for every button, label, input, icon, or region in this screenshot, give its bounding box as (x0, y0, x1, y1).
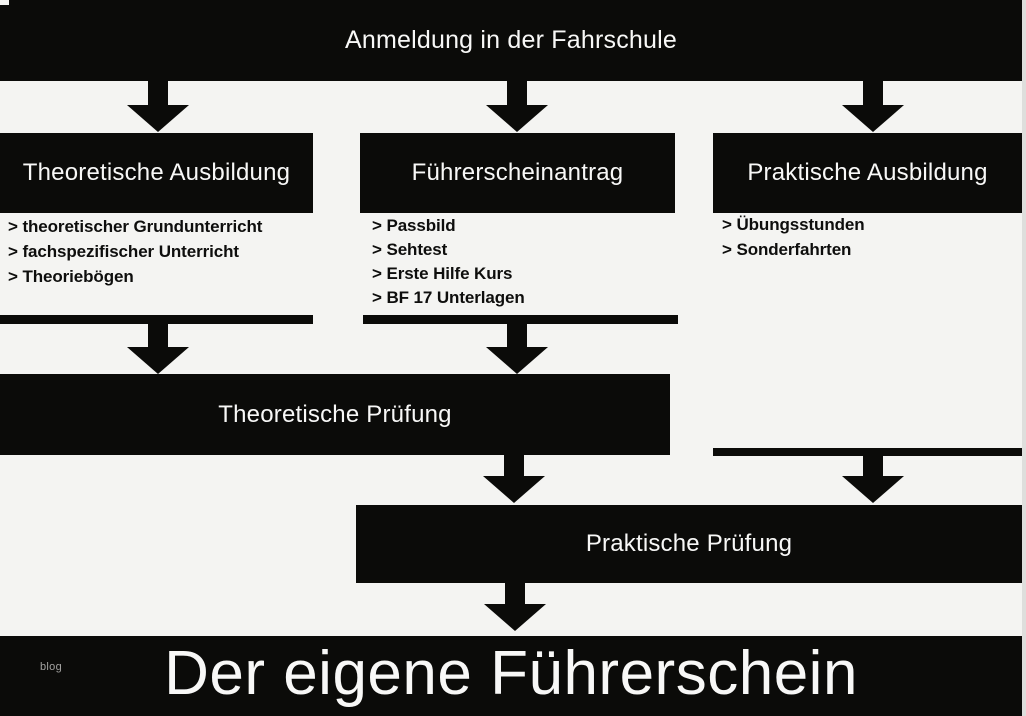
down-arrow-icon (127, 324, 189, 374)
arrow-stem (148, 81, 168, 105)
arrow-head (127, 105, 189, 132)
list-item: > theoretischer Grundunterricht (8, 217, 263, 236)
arrow-head (842, 105, 904, 132)
list-item: > Theoriebögen (8, 267, 134, 286)
corner-notch (0, 0, 9, 5)
down-arrow-icon (483, 455, 545, 503)
list-fuehrerscheinantrag: > Passbild > Sehtest > Erste Hilfe Kurs … (372, 214, 525, 310)
node-praktische-ausbildung: Praktische Ausbildung (713, 133, 1022, 213)
list-item: > Übungsstunden (722, 215, 865, 234)
arrow-stem (863, 81, 883, 105)
down-arrow-icon (486, 81, 548, 132)
result-node-label: Der eigene Führerschein (164, 639, 858, 708)
list-theoretische-ausbildung: > theoretischer Grundunterricht > fachsp… (8, 214, 262, 289)
arrow-head (486, 105, 548, 132)
arrow-head (483, 476, 545, 503)
list-item: > Erste Hilfe Kurs (372, 264, 513, 283)
list-item: > Sehtest (372, 240, 448, 259)
arrow-head (842, 476, 904, 503)
arrow-head (127, 347, 189, 374)
arrow-stem (504, 455, 524, 476)
arrow-stem (148, 324, 168, 347)
down-arrow-icon (842, 456, 904, 503)
start-node: Anmeldung in der Fahrschule (0, 0, 1022, 81)
list-item: > BF 17 Unterlagen (372, 288, 525, 307)
column-divider-bar (713, 448, 1022, 456)
arrow-stem (505, 583, 525, 604)
node-label: Theoretische Prüfung (218, 400, 452, 428)
list-item: > Sonderfahrten (722, 240, 852, 259)
arrow-head (486, 347, 548, 374)
node-label: Führerscheinantrag (411, 159, 624, 186)
node-theoretische-ausbildung: Theoretische Ausbildung (0, 133, 313, 213)
down-arrow-icon (127, 81, 189, 132)
result-node: Der eigene Führerschein (0, 636, 1022, 716)
list-item: > fachspezifischer Unterricht (8, 242, 239, 261)
arrow-stem (507, 324, 527, 347)
column-divider-bar (363, 315, 678, 324)
node-fuehrerscheinantrag: Führerscheinantrag (360, 133, 675, 213)
watermark-blog: blog (40, 661, 62, 673)
node-label: Theoretische Ausbildung (22, 159, 291, 186)
node-theoretische-pruefung: Theoretische Prüfung (0, 374, 670, 455)
list-item: > Passbild (372, 216, 456, 235)
list-praktische-ausbildung: > Übungsstunden > Sonderfahrten (722, 212, 865, 262)
node-praktische-pruefung: Praktische Prüfung (356, 505, 1022, 583)
down-arrow-icon (484, 583, 546, 631)
right-edge-stripe (1022, 0, 1026, 716)
node-label: Praktische Prüfung (585, 530, 793, 557)
column-divider-bar (0, 315, 313, 324)
arrow-stem (507, 81, 527, 105)
arrow-head (484, 604, 546, 631)
down-arrow-icon (486, 324, 548, 374)
arrow-stem (863, 456, 883, 476)
start-node-label: Anmeldung in der Fahrschule (345, 26, 677, 54)
down-arrow-icon (842, 81, 904, 132)
node-label: Praktische Ausbildung (747, 159, 988, 186)
